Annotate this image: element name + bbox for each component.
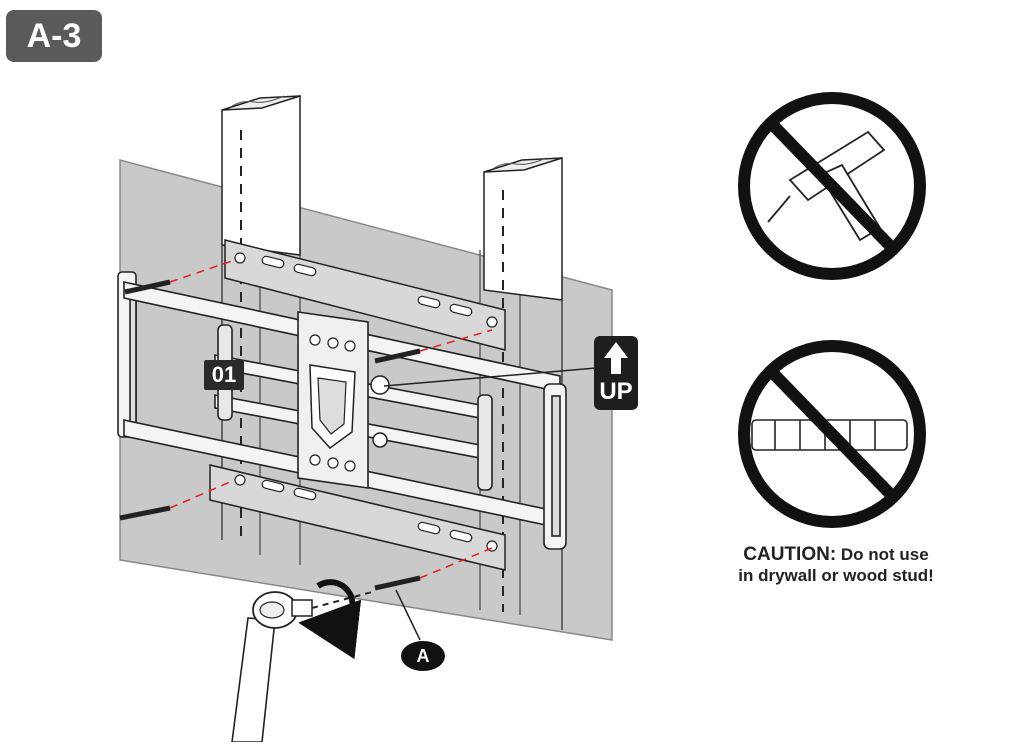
up-arrow-icon xyxy=(604,342,628,374)
wall-plate-top xyxy=(224,239,506,351)
part-label: 01 xyxy=(211,362,237,387)
wall-plate-bottom xyxy=(209,464,506,571)
caution-line1: Do not use xyxy=(840,545,929,564)
rotate-arrow-icon xyxy=(298,579,362,660)
wrench-icon xyxy=(231,591,373,743)
part-label-bg xyxy=(204,360,244,390)
caution-text: CAUTION: Do not use in drywall or wood s… xyxy=(716,544,956,586)
up-leader-line xyxy=(383,367,597,387)
lag-bolts xyxy=(119,279,421,591)
hardware-leader-line xyxy=(395,589,421,641)
caution-lead: CAUTION: xyxy=(743,544,837,565)
up-label: UP xyxy=(599,378,633,405)
wood-stud-left xyxy=(221,95,301,540)
no-anchor-icon xyxy=(738,340,926,528)
no-drill-icon xyxy=(738,92,926,280)
step-badge: A-3 xyxy=(6,10,102,62)
center-mount-plate xyxy=(297,311,390,489)
caution-line2: in drywall or wood stud! xyxy=(738,566,934,585)
alignment-lines xyxy=(169,259,493,579)
hardware-label: A xyxy=(416,646,430,666)
hardware-badge xyxy=(401,641,445,671)
